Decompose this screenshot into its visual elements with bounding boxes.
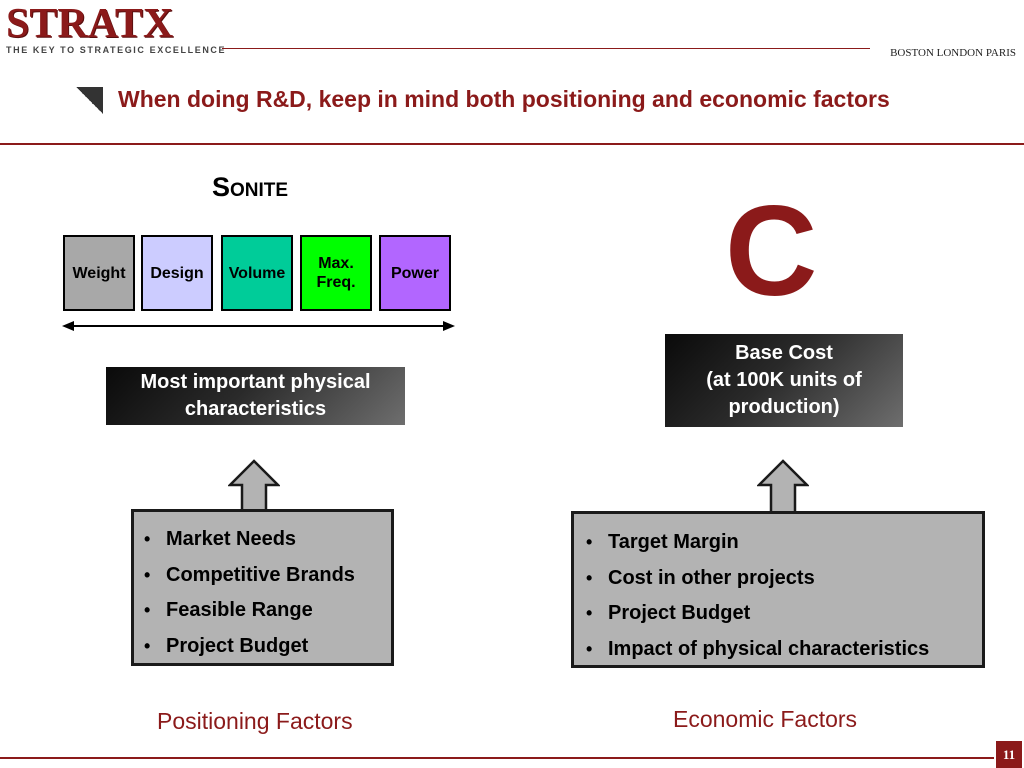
factor-text: Impact of physical characteristics <box>608 637 930 660</box>
product-name: Sonite <box>212 172 289 202</box>
characteristic-design: Design <box>141 235 213 311</box>
list-item: •Market Needs <box>144 522 383 558</box>
double-arrow-icon <box>62 321 455 331</box>
base-cost-line2: (at 100K units of <box>706 369 862 391</box>
stratx-logo: STRATX THE KEY TO STRATEGIC EXCELLENCE <box>6 1 227 56</box>
factor-text: Project Budget <box>166 634 309 657</box>
physical-summary-line1: Most important physical <box>140 371 371 393</box>
physical-characteristics-box: Most important physical characteristics <box>106 367 405 425</box>
factor-text: Feasible Range <box>166 599 313 621</box>
characteristic-label: Max. Freq. <box>316 254 355 292</box>
positioning-factors-label: Positioning Factors <box>157 708 353 734</box>
list-item: •Target Margin <box>586 525 974 561</box>
footer-divider <box>0 757 994 759</box>
physical-summary-line2: characteristics <box>184 398 327 420</box>
characteristic-max-freq: Max. Freq. <box>300 235 372 311</box>
characteristic-label: Volume <box>228 264 286 282</box>
header-divider <box>222 48 870 49</box>
list-item: •Feasible Range <box>144 593 383 629</box>
factor-text: Target Margin <box>608 531 739 553</box>
characteristic-label-line1: Max. <box>318 255 354 272</box>
factor-text: Project Budget <box>608 602 751 624</box>
characteristic-weight: Weight <box>63 235 135 311</box>
list-item: •Competitive Brands <box>144 558 383 594</box>
characteristic-label: Weight <box>72 264 126 282</box>
economic-factors-label: Economic Factors <box>673 706 858 732</box>
factor-text: Cost in other projects <box>608 566 815 589</box>
base-cost-line1: Base Cost <box>735 342 833 364</box>
logo-tagline: THE KEY TO STRATEGIC EXCELLENCE <box>6 45 227 55</box>
up-arrow-icon <box>757 459 809 515</box>
base-cost-box: Base Cost (at 100K units of production) <box>665 334 903 427</box>
list-item: •Impact of physical characteristics <box>586 632 974 668</box>
characteristic-volume: Volume <box>221 235 293 311</box>
characteristic-power: Power <box>379 235 451 311</box>
economic-factors-box: •Target Margin •Cost in other projects •… <box>571 511 985 668</box>
base-cost-line3: production) <box>728 396 840 418</box>
list-item: •Project Budget <box>586 596 974 632</box>
factor-text: Market Needs <box>166 528 297 550</box>
page-number: 11 <box>996 741 1022 768</box>
title-corner-icon <box>76 87 103 114</box>
title-divider <box>0 143 1024 145</box>
list-item: •Cost in other projects <box>586 561 974 597</box>
logo-wordmark: STRATX <box>6 1 218 47</box>
characteristic-label: Design <box>150 264 204 282</box>
characteristic-label: Power <box>390 264 439 282</box>
logo-word-strat: STRAT <box>6 1 143 47</box>
slide-title: When doing R&D, keep in mind both positi… <box>118 86 890 112</box>
characteristic-label-line2: Freq. <box>316 274 356 291</box>
logo-word-x: X <box>142 1 174 47</box>
positioning-factors-box: •Market Needs •Competitive Brands •Feasi… <box>131 509 394 666</box>
cost-symbol: C <box>725 180 818 323</box>
up-arrow-icon <box>228 459 280 515</box>
list-item: •Project Budget <box>144 629 383 665</box>
office-locations: BOSTON LONDON PARIS <box>890 47 1016 59</box>
factor-text: Competitive Brands <box>166 563 355 586</box>
